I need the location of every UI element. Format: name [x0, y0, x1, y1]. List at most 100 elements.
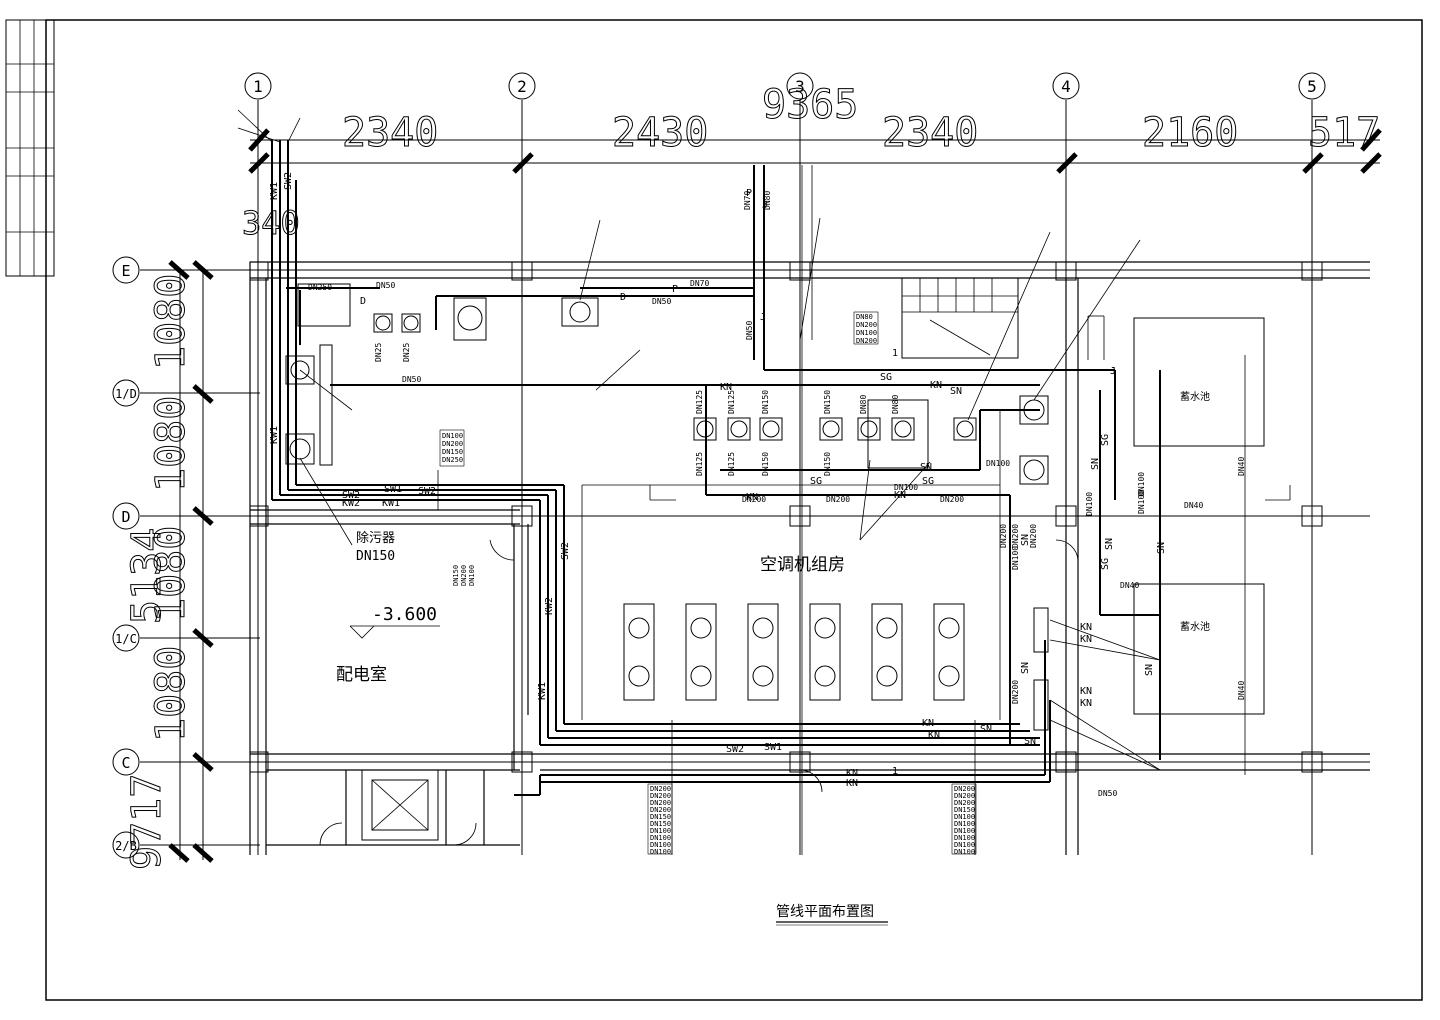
axis-label-3: 3: [795, 77, 805, 96]
dimension-ticks: [168, 128, 1382, 863]
pipe-code-kn-7: KN: [1080, 622, 1092, 633]
pipe-code-kn-b2: KN: [846, 778, 858, 789]
desilter-unit: [285, 433, 315, 465]
dim-left-2: 1080: [148, 396, 194, 492]
pipe-code-kn-1: KN: [720, 382, 732, 393]
pipe-code-kw1-v: KW1: [537, 682, 548, 700]
pipe-code-sw2-h2: SW2: [418, 486, 436, 497]
pipe-code-sw1-b: SW1: [764, 742, 782, 753]
left-dimensions: 1080 1080 1080 1080 5134 9717 340: [124, 204, 301, 871]
pressure-tank: [453, 297, 487, 341]
chiller-unit-1: [623, 603, 655, 701]
pipe-code-labels: KW1 SW2 KW1 SW2 SW1 SW2 KW2 KW1 SW2 KW2 …: [269, 172, 1167, 789]
equipment-upper-left: [285, 283, 599, 465]
pipe-code-sg-2: SG: [810, 476, 822, 487]
pipe-code-sn-5: SN: [1020, 534, 1031, 546]
svg-text:DN200: DN200: [650, 785, 671, 793]
svg-text:DN150: DN150: [442, 448, 463, 456]
svg-text:DN150: DN150: [650, 820, 671, 828]
pipe-code-p-2: P: [746, 188, 752, 199]
pipe-code-sw2-b: SW2: [726, 744, 744, 755]
pipe-code-sg-3: SG: [922, 476, 934, 487]
svg-text:DN200: DN200: [460, 565, 468, 586]
size-dn80-b: DN80: [859, 395, 868, 414]
elevation-label: -3.600: [372, 604, 437, 625]
svg-text:DN100: DN100: [650, 827, 671, 835]
axis-bubble-5: [1298, 72, 1326, 100]
tank-upper-left: [297, 283, 351, 327]
svg-text:DN200: DN200: [954, 785, 975, 793]
room-labels: 空调机组房 配电室 -3.600 除污器 DN150 蓄水池 蓄水池: [299, 390, 1210, 685]
pipe-network: [271, 140, 1291, 855]
svg-text:DN100: DN100: [954, 848, 975, 856]
chiller-unit-3: [747, 603, 779, 701]
size-dn25-b: DN25: [402, 343, 411, 362]
size-dn125-d: DN125: [727, 452, 736, 476]
size-dn70-b: DN70: [743, 191, 752, 210]
size-dn100-e: DN100: [1137, 472, 1146, 496]
axis-label-4: 4: [1061, 77, 1071, 96]
dim-left-6: 9717: [124, 774, 170, 870]
axis-label-C: C: [121, 754, 130, 772]
pipe-code-sn-9: SN: [1156, 542, 1167, 554]
dim-left-7: 340: [242, 204, 300, 242]
axis-label-5: 5: [1307, 77, 1317, 96]
pipe-code-kw1: KW1: [269, 182, 280, 200]
size-dn100-c: DN100: [1011, 546, 1020, 570]
pipe-code-d-1: D: [360, 296, 366, 307]
axis-bubble-2: [508, 72, 536, 100]
pipe-code-sn-7: SN: [1090, 458, 1101, 470]
svg-text:DN200: DN200: [954, 792, 975, 800]
pipe-code-sw2-v: SW2: [560, 542, 571, 560]
title-block-strip: [5, 19, 55, 277]
size-stack-left: DN150 DN200 DN100: [452, 565, 476, 586]
axis-label-D: D: [121, 508, 130, 526]
svg-text:DN200: DN200: [650, 792, 671, 800]
size-dn150-c: DN150: [761, 452, 770, 476]
pipe-code-sg-4: SG: [1100, 434, 1111, 446]
pipe-code-sn-4: SN: [1024, 736, 1036, 747]
pipe-code-kw1-lower: KW1: [269, 426, 280, 444]
pipe-code-sn-2: SN: [920, 462, 932, 473]
dosing-unit: [561, 297, 599, 327]
size-dn80-a: DN80: [763, 191, 772, 210]
svg-text:DN200: DN200: [954, 799, 975, 807]
chiller-unit-6: [933, 603, 965, 701]
svg-text:DN100: DN100: [442, 432, 463, 440]
dim-top-3: 9365: [762, 82, 858, 128]
pipe-code-sw2: SW2: [283, 172, 294, 190]
leader-lines: [237, 109, 1161, 771]
svg-text:DN100: DN100: [954, 834, 975, 842]
svg-text:DN200: DN200: [650, 799, 671, 807]
power-room-label: 配电室: [336, 665, 387, 685]
dim-left-3: 1080: [148, 526, 194, 622]
pipe-code-kn-3: KN: [746, 492, 758, 503]
svg-text:DN200: DN200: [856, 337, 877, 345]
size-dn250: DN250: [308, 283, 332, 292]
chiller-unit-2: [685, 603, 717, 701]
dim-top-6: 517: [1308, 110, 1380, 156]
pipe-code-sn-10: SN: [1144, 664, 1155, 676]
size-dn150-a: DN150: [761, 390, 770, 414]
size-dn150-d: DN150: [823, 452, 832, 476]
pipe-code-sw2-h: SW2: [342, 490, 360, 501]
size-stack-bottom-left: DN200 DN200 DN200 DN200 DN150 DN150 DN10…: [647, 783, 673, 856]
axis-label-1D: 1/D: [115, 387, 137, 401]
svg-text:DN80: DN80: [856, 313, 873, 321]
pipe-code-kw1-h: KW1: [382, 498, 400, 509]
size-dn125-c: DN125: [695, 452, 704, 476]
svg-text:DN200: DN200: [856, 321, 877, 329]
svg-text:DN250: DN250: [442, 456, 463, 464]
plant-room-partitions: [319, 315, 1265, 720]
size-dn40-a: DN40: [1237, 457, 1246, 476]
sheet-border: [45, 19, 1423, 1001]
svg-text:DN100: DN100: [650, 834, 671, 842]
pipe-code-p-1: P: [672, 284, 678, 295]
dim-left-1: 1080: [148, 274, 194, 370]
size-dn25-a: DN25: [374, 343, 383, 362]
size-stack-upper: DN80 DN200 DN100 DN200: [853, 311, 879, 345]
pipe-code-kn-6: KN: [928, 730, 940, 741]
chiller-units: [623, 603, 1049, 731]
svg-text:DN100: DN100: [954, 827, 975, 835]
row-axis-bubbles: E 1/D D 1/C C 2/B: [112, 256, 140, 859]
